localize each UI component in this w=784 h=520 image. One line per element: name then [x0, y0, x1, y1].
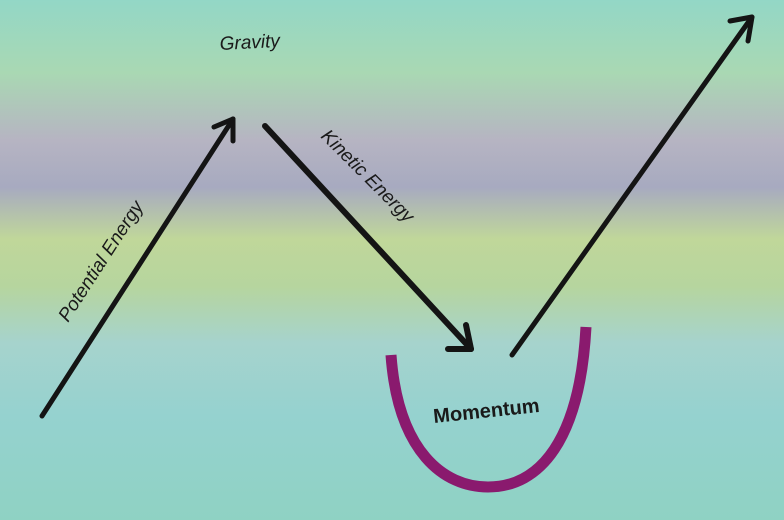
kinetic-energy-arrow [262, 123, 474, 352]
momentum-cup [385, 326, 592, 493]
potential-energy-label: Potential Energy [55, 196, 149, 326]
gravity-label: Gravity [219, 31, 282, 55]
exit-arrow [509, 14, 755, 358]
potential-energy-arrow [39, 116, 236, 419]
momentum-label: Momentum [432, 395, 540, 428]
kinetic-energy-label: Kinetic Energy [316, 126, 419, 229]
